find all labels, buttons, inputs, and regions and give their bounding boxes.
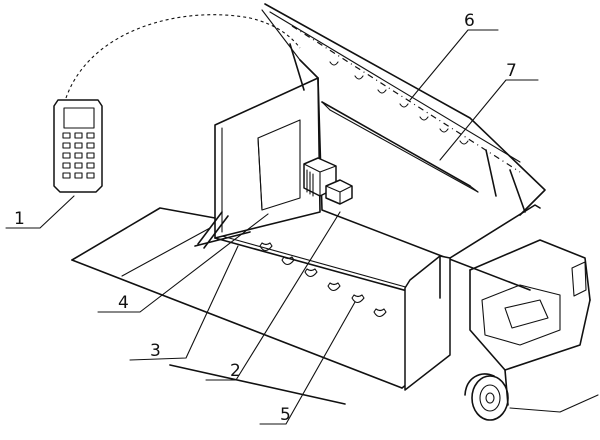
- label-5: 5: [280, 405, 291, 425]
- top-lid: [261, 3, 546, 216]
- label-7: 7: [506, 61, 517, 81]
- label-4: 4: [118, 293, 129, 313]
- ground-plane: [71, 207, 449, 405]
- label-1: 1: [14, 209, 25, 229]
- callouts: 1 4 3 2 5 6 7: [14, 11, 517, 425]
- label-3: 3: [150, 341, 161, 361]
- label-2: 2: [230, 361, 241, 381]
- remote-control: [53, 14, 301, 193]
- leader-lines: [5, 29, 539, 425]
- label-6: 6: [464, 11, 475, 31]
- storage-boxes: [303, 157, 353, 205]
- cargo-box: [214, 77, 599, 421]
- floor-lamps: [259, 242, 387, 318]
